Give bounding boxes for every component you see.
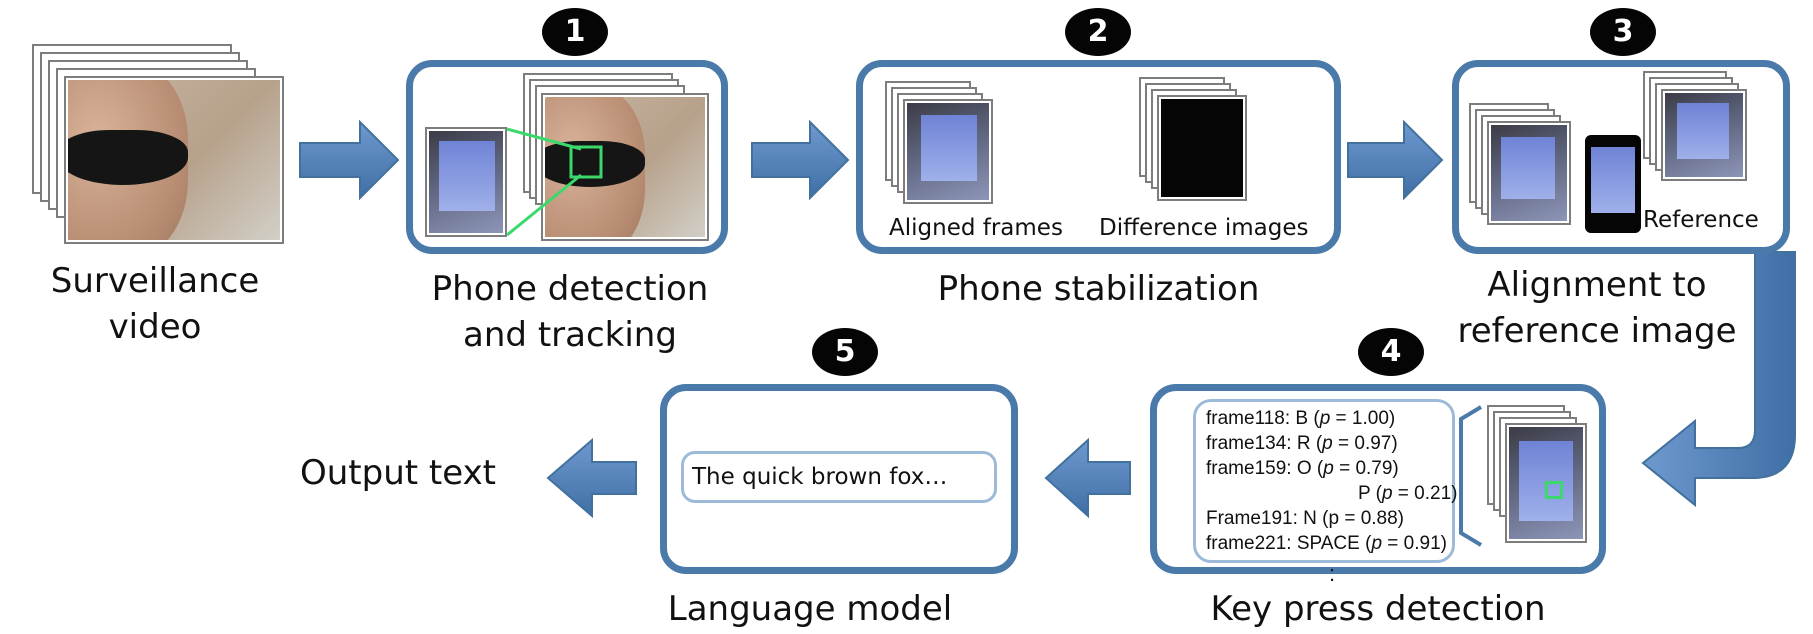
key-press-detection-box: frame118: B (p = 1.00) frame134: R (p = … bbox=[1150, 384, 1606, 586]
step-badge-5: 5 bbox=[812, 328, 878, 376]
alignment-box: Reference bbox=[1452, 60, 1790, 254]
arrow-alignment-to-keypress bbox=[1641, 251, 1796, 508]
aligned-frames-label: Aligned frames bbox=[889, 215, 1063, 241]
reference-frames-image bbox=[1665, 93, 1743, 177]
language-output-field: The quick brown fox… bbox=[681, 451, 997, 503]
phone-stabilization-box: Aligned frames Difference images bbox=[856, 60, 1341, 254]
log-line: frame134: R (p = 0.97) bbox=[1206, 433, 1398, 454]
log-ellipsis: : bbox=[1329, 561, 1336, 586]
caption-language-model: Language model bbox=[667, 589, 953, 629]
log-line: frame118: B (p = 1.00) bbox=[1206, 408, 1396, 429]
log-line: frame159: O (p = 0.79) bbox=[1206, 458, 1399, 479]
reference-label: Reference bbox=[1643, 207, 1759, 233]
caption-alignment: Alignment to reference image bbox=[1457, 265, 1737, 351]
key-press-frame-image bbox=[1509, 427, 1583, 539]
caption-phone-detection: Phone detection and tracking bbox=[431, 269, 709, 355]
caption-output-text: Output text bbox=[300, 453, 497, 493]
step-badge-3: 3 bbox=[1590, 8, 1656, 56]
detected-phone-crop bbox=[429, 131, 503, 233]
step-badge-4: 4 bbox=[1358, 328, 1424, 376]
arrow-detection-to-stabilization bbox=[751, 119, 850, 201]
arrow-stabilization-to-alignment bbox=[1347, 119, 1444, 201]
log-line: P (p = 0.21) bbox=[1358, 483, 1458, 504]
bracket bbox=[1459, 405, 1483, 547]
caption-key-press-detection: Key press detection bbox=[1210, 589, 1546, 629]
key-press-log-lines: frame118: B (p = 1.00) frame134: R (p = … bbox=[1206, 406, 1458, 556]
arrow-keypress-to-language bbox=[1044, 437, 1131, 519]
surveillance-face-image bbox=[68, 80, 280, 240]
caption-surveillance-video: Surveillance video bbox=[50, 261, 260, 347]
log-line: Frame191: N (p = 0.88) bbox=[1206, 508, 1405, 529]
language-output-text: The quick brown fox… bbox=[692, 464, 948, 490]
surveillance-video-stack bbox=[32, 44, 292, 254]
log-line: frame221: SPACE (p = 0.91) bbox=[1206, 533, 1447, 554]
step-badge-2: 2 bbox=[1065, 8, 1131, 56]
arrow-language-to-output bbox=[546, 437, 637, 519]
caption-phone-stabilization: Phone stabilization bbox=[937, 269, 1260, 309]
step-badge-1: 1 bbox=[542, 8, 608, 56]
frame-to-align-image bbox=[1491, 125, 1567, 221]
language-model-box: The quick brown fox… bbox=[660, 384, 1018, 574]
aligned-frame-image bbox=[907, 103, 989, 200]
key-press-log: frame118: B (p = 1.00) frame134: R (p = … bbox=[1193, 399, 1458, 563]
reference-phone-image bbox=[1585, 135, 1641, 233]
arrow-video-to-detection bbox=[299, 119, 400, 201]
key-highlight bbox=[1545, 481, 1563, 499]
difference-image bbox=[1161, 99, 1243, 197]
phone-detection-box bbox=[406, 60, 728, 254]
tracking-face-image bbox=[545, 97, 705, 237]
difference-images-label: Difference images bbox=[1099, 215, 1309, 241]
tracking-highlight bbox=[506, 127, 603, 237]
